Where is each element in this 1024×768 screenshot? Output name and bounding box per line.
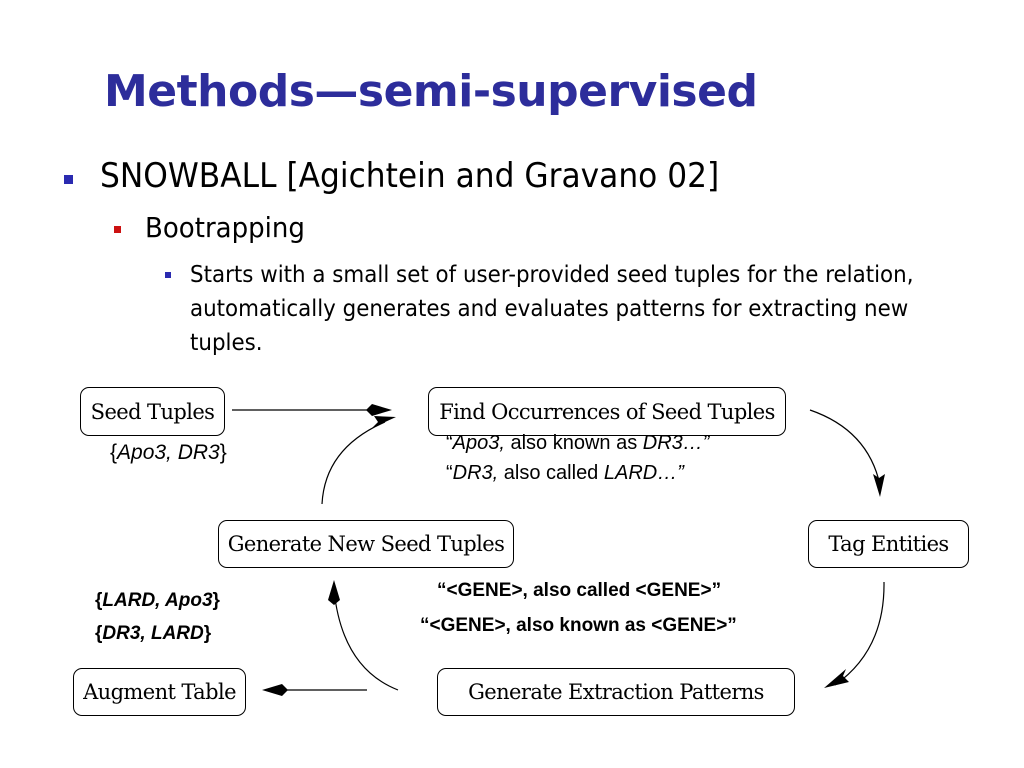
bullet-marker-level3 [165,272,171,278]
quote-mark: “ [446,462,453,484]
arrowhead-icon [262,684,288,696]
arrow-tag-to-patterns [834,581,885,686]
seed-pair: Apo3, DR3 [117,441,220,464]
arrowhead-icon [873,474,885,497]
arrowhead-icon [366,404,392,416]
bullet-level2: Bootrapping [145,211,305,244]
tuple-pair: DR3, LARD [102,623,204,644]
arrow-generate-to-find [321,421,386,505]
arrow-patterns-to-generate [333,589,399,691]
seed-example: {Apo3, DR3} [110,441,227,465]
new-tuple-2: {DR3, LARD} [95,623,211,645]
occurrence-line-1: “Apo3, also known as DR3…” [446,432,709,455]
generate-new-seeds-box: Generate New Seed Tuples [218,520,514,568]
brace-open: { [110,441,118,464]
pattern-line-2: “<GENE>, also known as <GENE>” [420,615,737,636]
entity-b: DR3…” [642,432,710,454]
generate-patterns-box: Generate Extraction Patterns [437,668,795,716]
bullet-level1: SNOWBALL [Agichtein and Gravano 02] [100,156,720,196]
quote-mark: “ [446,432,453,454]
arrowhead-icon [372,416,396,428]
arrowhead-icon [328,580,340,605]
brace-close: } [212,590,220,611]
entity-a: DR3, [452,462,499,484]
brace-open: { [95,623,103,644]
connector-text: also known as [504,432,643,454]
entity-b: LARD…” [603,462,684,484]
find-occurrences-box: Find Occurrences of Seed Tuples [428,387,786,436]
slide-title: Methods—semi-supervised [104,66,758,117]
augment-table-box: Augment Table [73,668,246,716]
connector-text: also called [498,462,604,484]
pattern-line-1: “<GENE>, also called <GENE>” [437,580,722,601]
new-tuple-1: {LARD, Apo3} [95,590,220,612]
arrowhead-icon [824,669,849,688]
occurrence-line-2: “DR3, also called LARD…” [446,462,684,485]
bullet-marker-level1 [64,175,73,184]
seed-tuples-box: Seed Tuples [80,387,225,436]
tag-entities-box: Tag Entities [808,520,969,568]
bullet-marker-level2 [114,226,121,233]
arrow-find-to-tag [809,409,881,486]
brace-close: } [219,441,227,464]
entity-a: Apo3, [452,432,505,454]
brace-close: } [203,623,212,644]
brace-open: { [95,590,103,611]
tuple-pair: LARD, Apo3 [102,590,213,611]
bullet-level3: Starts with a small set of user-provided… [190,262,914,356]
